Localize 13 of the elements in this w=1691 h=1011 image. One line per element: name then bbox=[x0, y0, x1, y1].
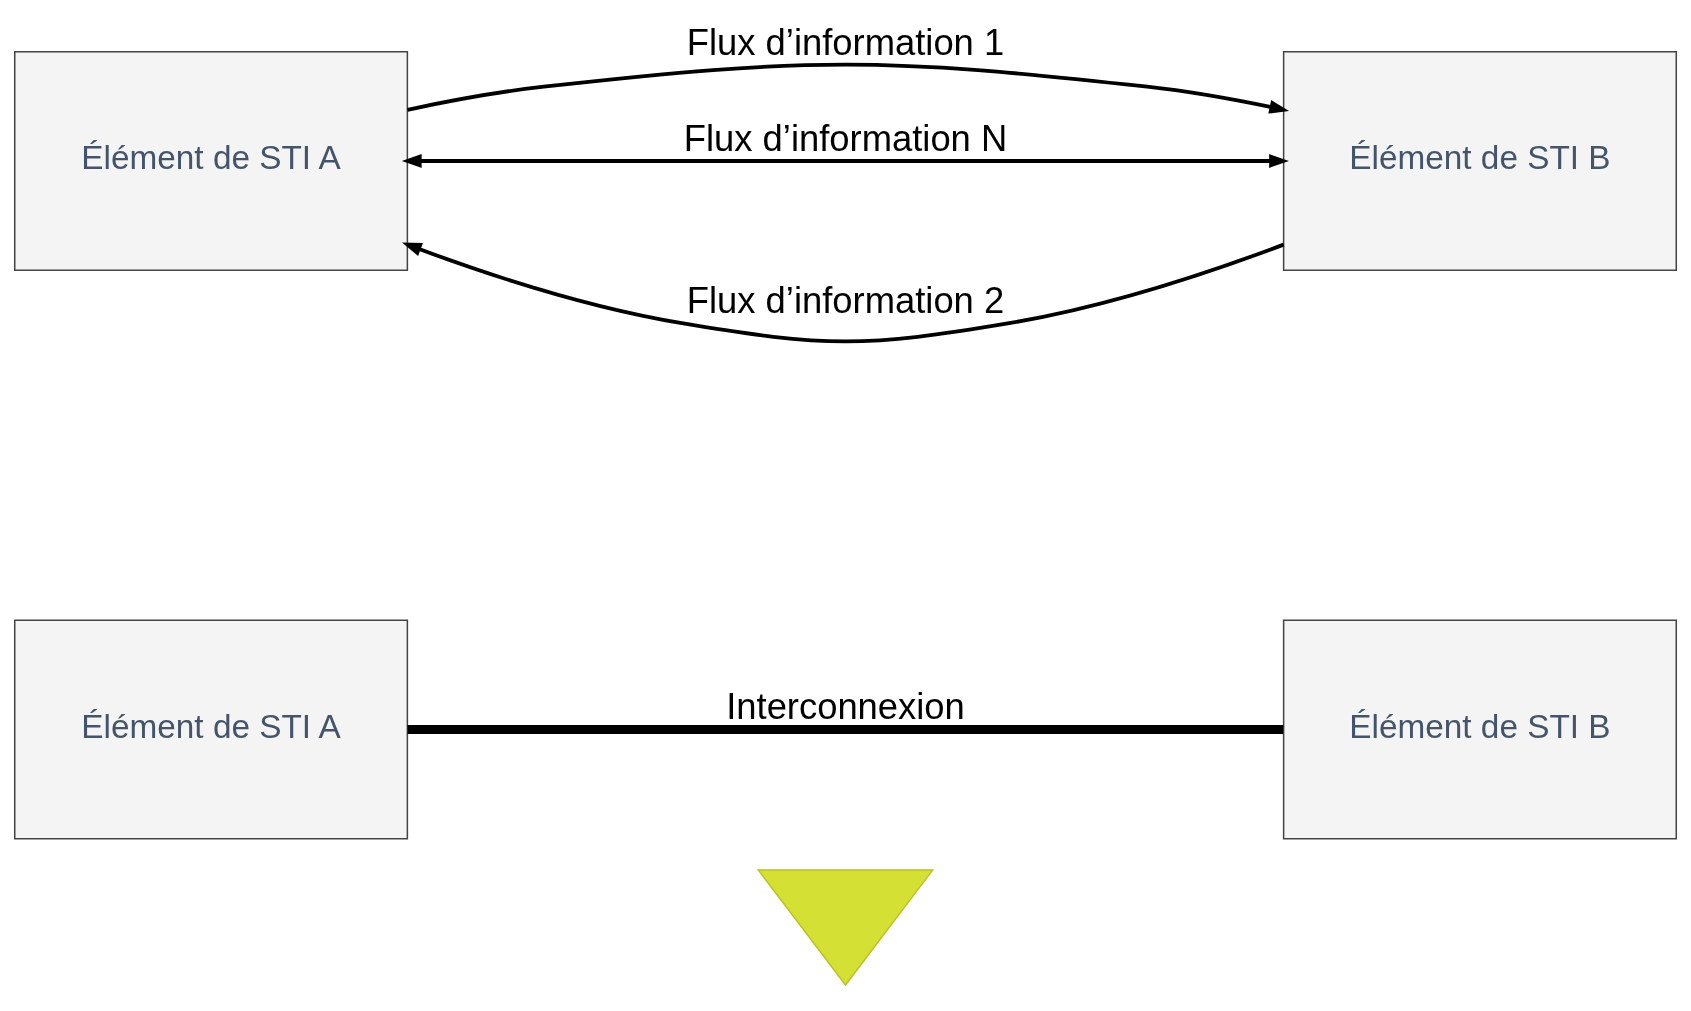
arrow bbox=[402, 242, 1285, 344]
node-arrow bbox=[756, 869, 935, 987]
arrow bbox=[401, 154, 1289, 168]
arrow bbox=[407, 62, 1290, 114]
edge-label: Flux d’information 2 bbox=[686, 279, 1005, 321]
node-box: Élément de STI A bbox=[13, 51, 409, 271]
edge-label: Flux d’information 1 bbox=[686, 22, 1005, 64]
node-box: Élément de STI B bbox=[1282, 619, 1678, 840]
node-box: Élément de STI B bbox=[1282, 51, 1678, 271]
node-box: Élément de STI A bbox=[13, 619, 409, 840]
connector bbox=[407, 724, 1284, 735]
edge-label: Flux d’information N bbox=[683, 117, 1008, 159]
edge-label: Interconnexion bbox=[726, 686, 965, 728]
